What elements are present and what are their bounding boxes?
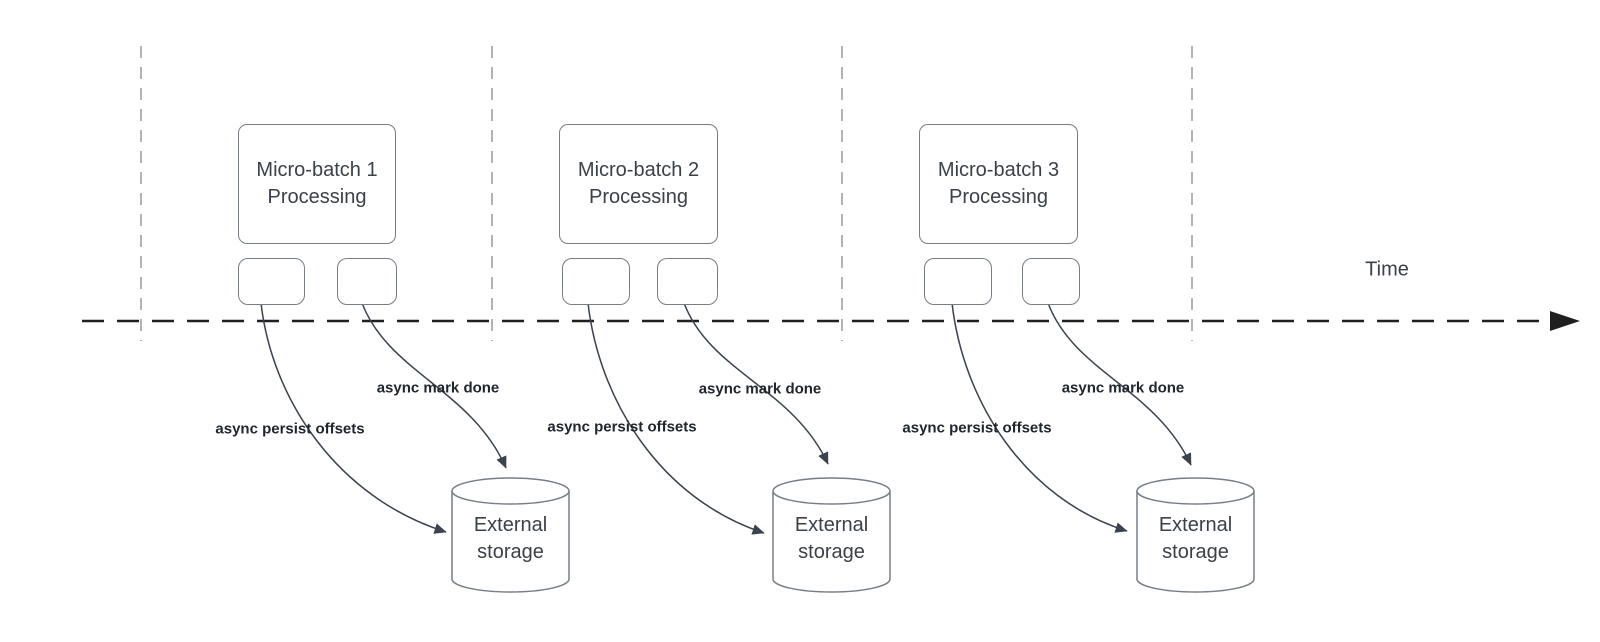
external-storage-3-line2: storage — [1162, 541, 1229, 563]
time-axis-arrowhead-icon — [1550, 311, 1580, 331]
micro-batch-2-title-line1: Micro-batch 2 — [577, 159, 700, 181]
micro-batch-3-title-line2: Processing — [949, 186, 1048, 208]
external-storage-1-line2: storage — [477, 541, 544, 563]
batch-2-done-task-box — [657, 258, 718, 305]
batch-3-done-task-box — [1022, 258, 1080, 305]
mark-done-arrow-1 — [361, 302, 507, 469]
batch-1-offset-task-box — [238, 258, 305, 305]
time-axis-label: Time — [1365, 258, 1409, 281]
micro-batch-3-title-line1: Micro-batch 3 — [937, 159, 1060, 181]
storage-cylinder-1 — [451, 477, 570, 593]
micro-batch-1-title: Micro-batch 1 Processing — [256, 157, 377, 211]
persist-offsets-arrow-2 — [587, 302, 765, 535]
persist-offsets-label-1: async persist offsets — [215, 420, 365, 438]
external-storage-label-1: External storage — [452, 512, 569, 566]
external-storage-1-line1: External — [473, 514, 548, 536]
external-storage-2-line1: External — [794, 514, 869, 536]
external-storage-label-3: External storage — [1137, 512, 1254, 566]
micro-batch-1-title-line2: Processing — [267, 186, 367, 208]
micro-batch-2-title: Micro-batch 2 Processing — [578, 157, 699, 211]
mark-done-label-3: async mark done — [1061, 379, 1185, 397]
micro-batch-3-title: Micro-batch 3 Processing — [938, 157, 1059, 211]
batch-1-done-task-box — [337, 258, 397, 305]
batch-2-offset-task-box — [562, 258, 630, 305]
storage-cylinder-2 — [772, 477, 891, 593]
micro-batch-2-processing-box: Micro-batch 2 Processing — [559, 124, 718, 244]
mark-done-arrow-3 — [1047, 302, 1192, 466]
persist-offsets-label-3: async persist offsets — [902, 419, 1052, 437]
micro-batch-2-title-line2: Processing — [589, 186, 688, 208]
persist-offsets-arrow-3 — [951, 302, 1128, 533]
persist-offsets-label-2: async persist offsets — [547, 418, 697, 436]
persist-offsets-arrow-1 — [260, 302, 447, 534]
mark-done-label-2: async mark done — [698, 380, 822, 398]
micro-batch-1-title-line1: Micro-batch 1 — [256, 159, 378, 181]
storage-cylinder-3 — [1136, 477, 1255, 593]
micro-batch-3-processing-box: Micro-batch 3 Processing — [919, 124, 1078, 244]
external-storage-2-line2: storage — [798, 541, 865, 563]
external-storage-label-2: External storage — [773, 512, 890, 566]
mark-done-arrow-2 — [683, 302, 829, 465]
micro-batch-1-processing-box: Micro-batch 1 Processing — [238, 124, 396, 244]
batch-3-offset-task-box — [924, 258, 992, 305]
external-storage-3-line1: External — [1158, 514, 1233, 536]
mark-done-label-1: async mark done — [376, 379, 500, 397]
